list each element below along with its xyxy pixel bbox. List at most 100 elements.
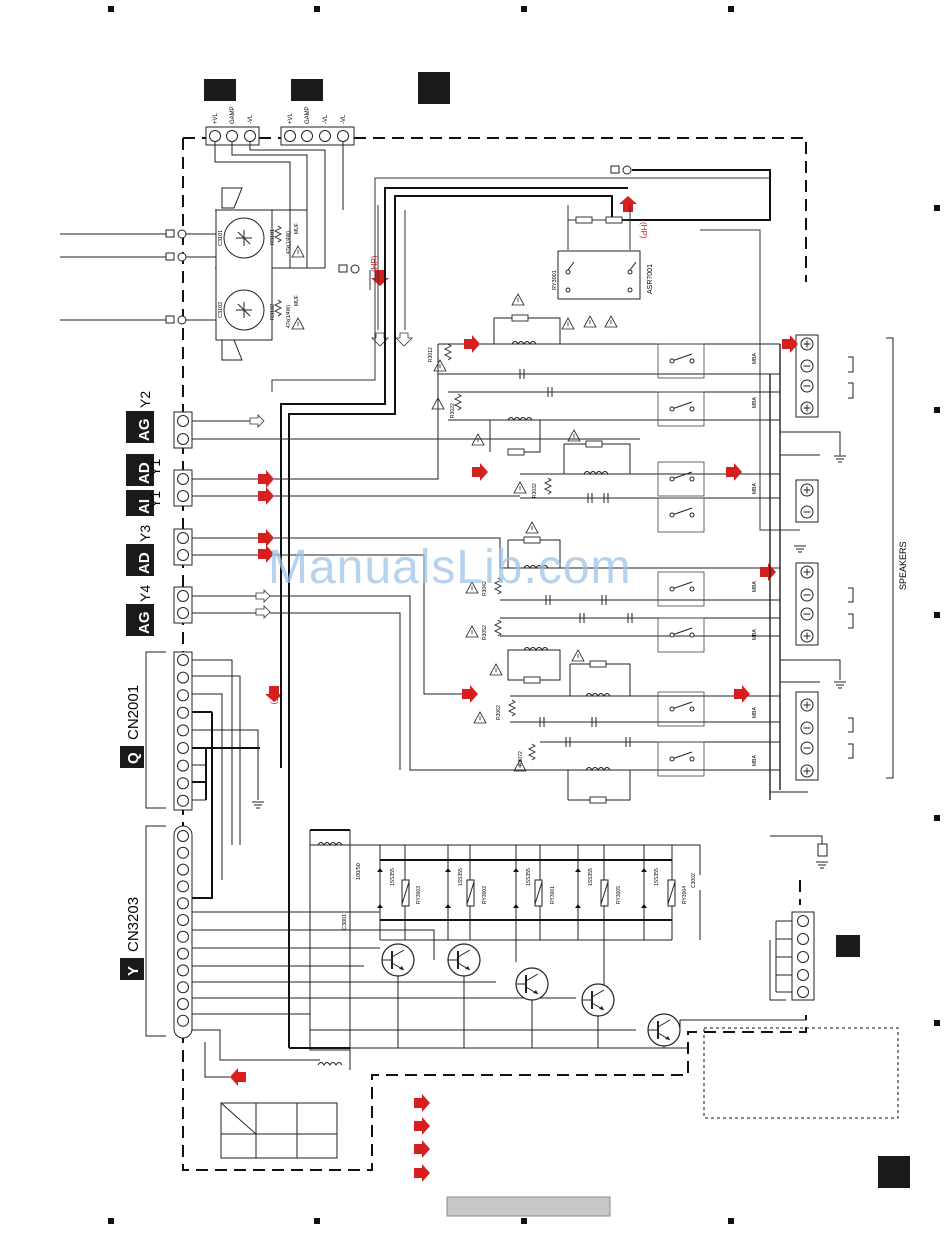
legend-arrows — [414, 1094, 430, 1182]
r3101-value: 47k(1/4W) — [286, 231, 292, 254]
channel-relays — [657, 343, 705, 777]
connector-tags: AG Y2 AD Y1 AI Y1 AD Y3 AG Y4 — [126, 391, 163, 636]
signal-flow-arrows — [230, 335, 798, 1086]
tag-ag-y4: AG — [136, 612, 153, 635]
header-right-pin-4: -VL — [341, 114, 347, 124]
header-left-pin-3: -VL — [248, 114, 254, 124]
connector-pins — [177, 654, 189, 1027]
pcb-outline — [182, 137, 807, 1171]
tag-ag-y2: AG — [136, 419, 153, 442]
signal-lines — [271, 177, 800, 531]
channel-capacitors — [519, 368, 633, 748]
c3101-label: C3101 — [218, 230, 224, 246]
cn3203-pin — [177, 863, 189, 876]
c3001-label: C3001 — [342, 914, 348, 930]
diode-type-2: 1SS355 — [458, 868, 464, 886]
cn2001-pin — [177, 724, 189, 737]
r3032-label: R3032 — [532, 483, 538, 498]
r3102-value: 47k(1/4W) — [286, 305, 292, 328]
diode-type-1: 1SS355 — [390, 868, 396, 886]
pin-y1-ad: Y1 — [147, 459, 163, 476]
input-lines — [60, 233, 216, 321]
relay-top-part: ASR7001 — [647, 264, 654, 294]
mba-label-2: MBA — [752, 397, 758, 409]
cn2001-pin — [177, 671, 189, 684]
test-point — [817, 843, 828, 857]
connector-ag-y4 — [173, 586, 193, 624]
hp-label-2: (HP) — [639, 222, 648, 239]
driver-transistors — [381, 943, 681, 1047]
connector-ad-y3 — [173, 528, 193, 566]
legend-table — [220, 1102, 338, 1159]
c3002-label: C3002 — [691, 873, 697, 888]
hp-bus-lines — [280, 169, 771, 1048]
cn-wiring-thick — [192, 711, 260, 899]
header-right-pin-2: GAMP — [305, 106, 311, 124]
cn2001-pin — [177, 794, 189, 807]
diode-type-5: 1SS355 — [654, 868, 660, 886]
relay-ry3001-top: ASR7001 RY3001 — [552, 216, 654, 300]
connector-ad-ai-y1 — [173, 469, 193, 507]
r3102-label: R3102 — [270, 304, 276, 320]
mba-label-1: MBA — [752, 353, 758, 365]
c3001-value: 100/50 — [356, 863, 362, 880]
cn3203-pin — [177, 846, 189, 859]
connector-ag-y2 — [173, 411, 193, 449]
diode-type-4: 1SS355 — [588, 868, 594, 886]
r3062-label: R3062 — [496, 705, 502, 720]
driver-inductors — [317, 842, 343, 1066]
footer-bar — [446, 1196, 611, 1217]
r3042-label: R3042 — [482, 581, 488, 596]
speakers-bracket — [848, 337, 894, 779]
cn3203-label: CN3203 — [125, 897, 142, 952]
cn2001-pin — [177, 777, 189, 790]
r3072-label: R3072 — [518, 751, 524, 766]
connector-wires — [192, 344, 640, 771]
driver-labels: C3001 100/50 C3002 RY3003 RY3002 RY3001 … — [342, 863, 697, 930]
header-left-pin-1: +VL — [213, 112, 219, 124]
relay-ry3005: RY3005 — [616, 886, 622, 904]
cn3203-pin — [177, 998, 189, 1010]
header-right-pin-1: +VL — [288, 112, 294, 124]
r3101-muf: MUF — [294, 223, 300, 234]
relay-ry3004: RY3004 — [682, 886, 688, 904]
power-header-left: +VL GAMP -VL — [205, 106, 260, 146]
note-box — [703, 1027, 899, 1119]
driver-diodes — [377, 868, 647, 908]
section-markers — [204, 72, 910, 1188]
cn2001-pin — [177, 706, 189, 719]
relay-ry3002: RY3002 — [482, 886, 488, 904]
cn3203-pin — [177, 880, 189, 893]
input-jacks — [165, 165, 632, 325]
r3101-label: R3101 — [270, 229, 276, 245]
channel-sections — [438, 317, 780, 801]
cn3203-pin — [177, 947, 189, 960]
mba-label-3: MBA — [752, 483, 758, 495]
mba-label-7: MBA — [752, 755, 758, 767]
cn3203-pin — [177, 830, 189, 842]
pin-y1-ai: Y1 — [147, 491, 163, 508]
diode-type-3: 1SS355 — [526, 868, 532, 886]
aux-connector — [775, 911, 815, 1001]
c3102-label: C3102 — [218, 302, 224, 318]
cn3203-pin — [177, 914, 189, 926]
relay-ry3001: RY3001 — [550, 886, 556, 904]
speakers-label: SPEAKERS — [898, 541, 908, 590]
filter-capacitor-block: C3101 C3102 R3101 47k(1/4W) MUF R3102 47… — [215, 187, 305, 361]
r3022-label: R3022 — [450, 403, 456, 418]
cn2001-pin — [177, 759, 189, 772]
relay-top-ref: RY3001 — [552, 270, 558, 290]
r3052-label: R3052 — [482, 625, 488, 640]
tag-ad-y3: AD — [136, 552, 153, 574]
cn2001-pin — [177, 742, 189, 754]
right-bus — [769, 344, 781, 800]
tag-ai-y1: AI — [136, 499, 153, 514]
header-right-pin-3: -VL — [323, 114, 329, 124]
cn3203-pin — [177, 930, 189, 943]
relay-ry3003: RY3003 — [416, 886, 422, 904]
mba-label-5: MBA — [752, 629, 758, 641]
page-registration-marks — [108, 6, 940, 1224]
power-header-right: +VL GAMP -VL -VL — [280, 106, 355, 146]
